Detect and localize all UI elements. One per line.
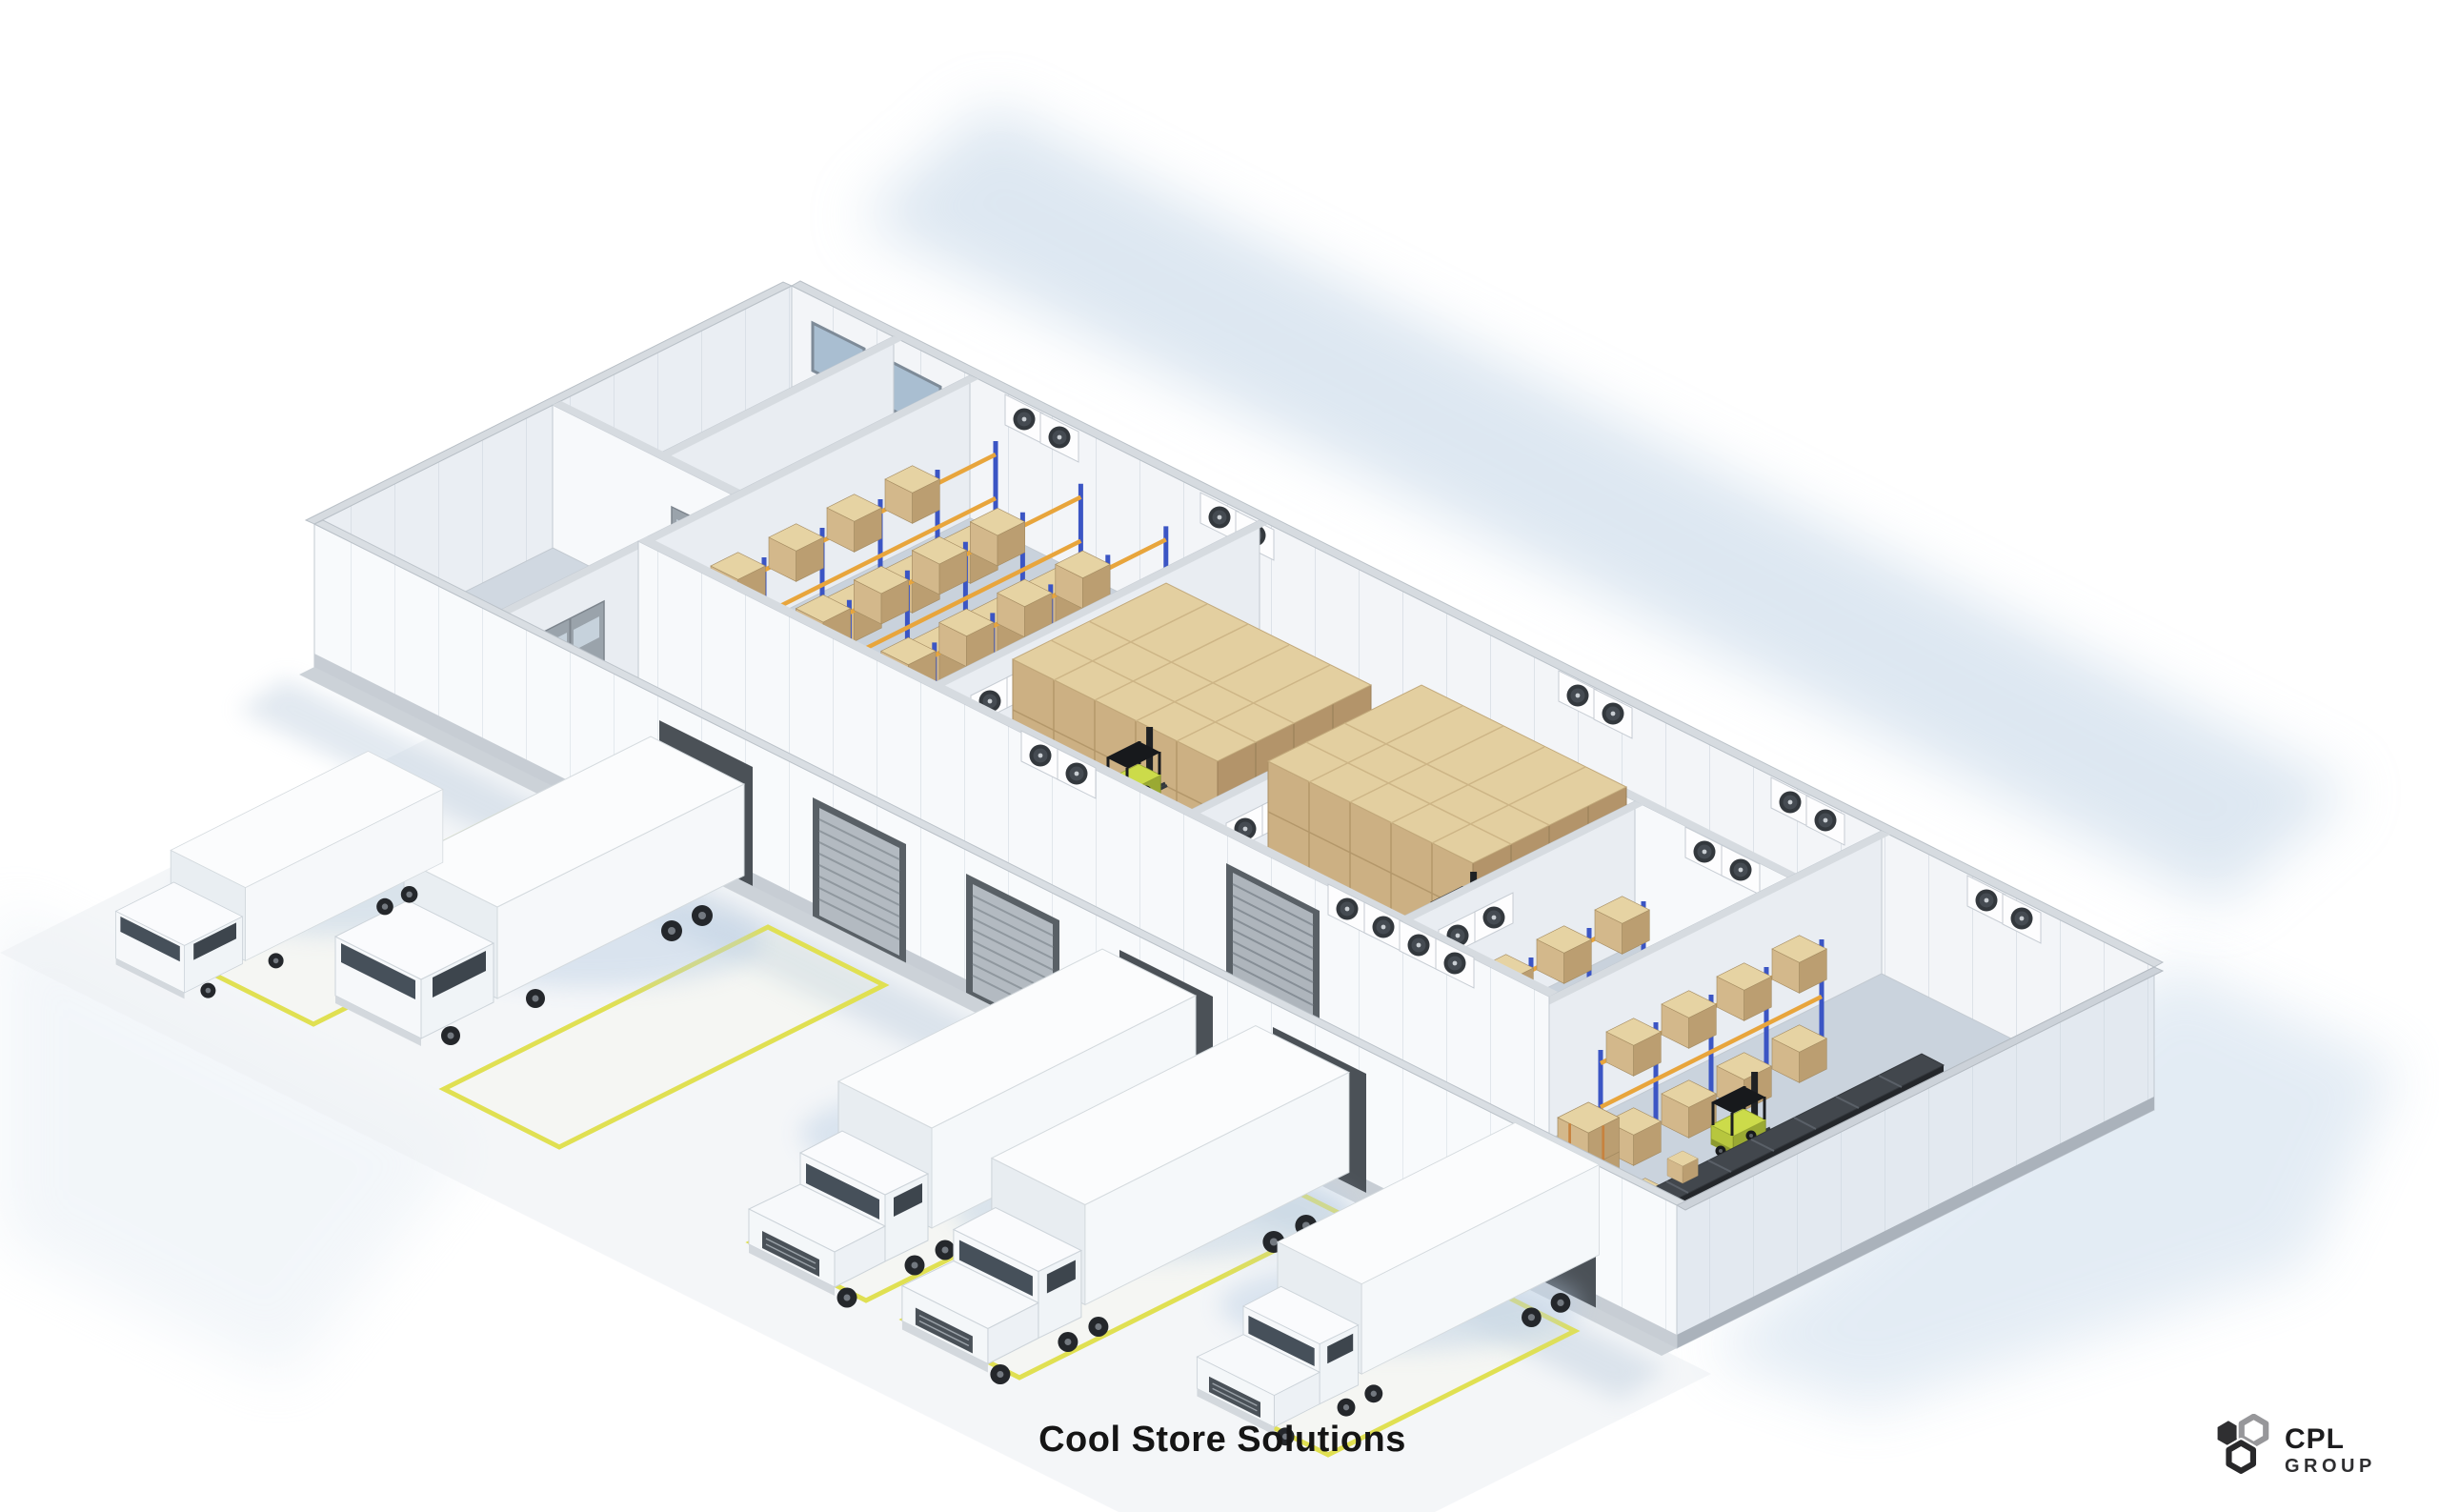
loading-yard [115, 736, 1602, 1458]
loading-bay-marking [438, 924, 890, 1150]
caption: Cool Store Solutions [1038, 1420, 1406, 1460]
interior-roller-door [1226, 863, 1320, 1025]
corridor-wall [637, 536, 1558, 1140]
logo: CPL GROUP [2208, 1412, 2418, 1488]
building-cast-shadow-upper [857, 105, 2353, 905]
logo-brand: CPL [2285, 1422, 2345, 1455]
dispatch-rack [1598, 935, 1827, 1166]
dock-door-closed [813, 797, 906, 963]
cpl-logo-hexagons [2214, 1414, 2271, 1477]
building-cast-shadow-right [1705, 962, 2401, 1410]
right-end-wall [1675, 966, 2165, 1349]
logo-division: GROUP [2285, 1455, 2376, 1477]
